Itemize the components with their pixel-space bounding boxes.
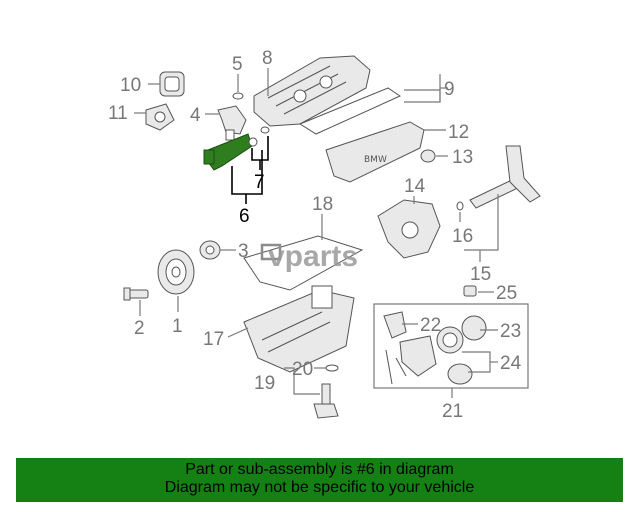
- callout-14: 14: [404, 176, 426, 197]
- callout-13: 13: [452, 147, 473, 168]
- callout-4: 4: [190, 105, 201, 126]
- part-7-seals[interactable]: [248, 126, 270, 147]
- part-3-hub[interactable]: [199, 240, 221, 260]
- watermark-logo: vparts: [260, 240, 358, 273]
- part-25-plug[interactable]: [463, 285, 477, 297]
- part-6-highlighted[interactable]: [203, 133, 253, 171]
- info-banner: Part or sub-assembly is #6 in diagram Di…: [16, 458, 623, 502]
- callout-25: 25: [496, 283, 517, 304]
- part-2-bolt[interactable]: [123, 287, 149, 301]
- callout-24: 24: [500, 353, 522, 374]
- callout-7: 7: [254, 172, 265, 193]
- svg-text:BMW: BMW: [364, 155, 387, 165]
- part-11-gasket[interactable]: [145, 103, 175, 131]
- part-19-sensor[interactable]: [313, 383, 339, 419]
- part-5-ring[interactable]: [232, 92, 244, 100]
- part-20-seal[interactable]: [325, 364, 339, 372]
- callout-23: 23: [500, 321, 521, 342]
- watermark-text: vparts: [268, 240, 358, 273]
- callout-2: 2: [134, 318, 145, 339]
- part-12-cover[interactable]: BMW: [325, 121, 425, 183]
- part-17-oil-pan[interactable]: [243, 285, 355, 373]
- part-18-gasket[interactable]: [243, 235, 364, 291]
- callout-1: 1: [172, 316, 183, 337]
- callout-22: 22: [420, 315, 441, 336]
- part-13-cap[interactable]: [420, 149, 436, 163]
- part-15-tube[interactable]: [469, 145, 541, 209]
- callout-8: 8: [262, 48, 273, 69]
- callout-17: 17: [203, 329, 224, 350]
- part-10-cap[interactable]: [159, 71, 185, 97]
- banner-line-2: Diagram may not be specific to your vehi…: [164, 479, 475, 496]
- part-21-kit-box[interactable]: [373, 303, 529, 389]
- callout-5: 5: [232, 54, 243, 75]
- callout-12: 12: [448, 122, 469, 143]
- part-21-kit-contents: [383, 311, 487, 385]
- callout-19: 19: [254, 373, 275, 394]
- callout-labels: 1 2 3 4 5 6 7 8 9 10 11 12 13 14 15 16 1…: [108, 48, 522, 422]
- part-1-pulley[interactable]: [157, 249, 195, 295]
- callout-6: 6: [239, 206, 250, 227]
- leader-lines: [134, 68, 499, 398]
- callout-18: 18: [312, 194, 333, 215]
- part-4-sensor[interactable]: [217, 105, 247, 141]
- part-16-seal[interactable]: [456, 201, 464, 211]
- callout-16: 16: [452, 226, 473, 247]
- part-8-valve-cover[interactable]: [253, 55, 371, 127]
- callout-9: 9: [444, 79, 455, 100]
- part-14-pump[interactable]: [377, 199, 441, 259]
- callout-10: 10: [120, 75, 141, 96]
- callout-11: 11: [108, 103, 128, 124]
- callout-21: 21: [442, 401, 463, 422]
- callout-3: 3: [238, 241, 249, 262]
- callout-20: 20: [292, 359, 313, 380]
- callout-15: 15: [470, 264, 491, 285]
- part-9-gasket[interactable]: [298, 87, 402, 135]
- banner-line-1: Part or sub-assembly is #6 in diagram: [185, 461, 454, 478]
